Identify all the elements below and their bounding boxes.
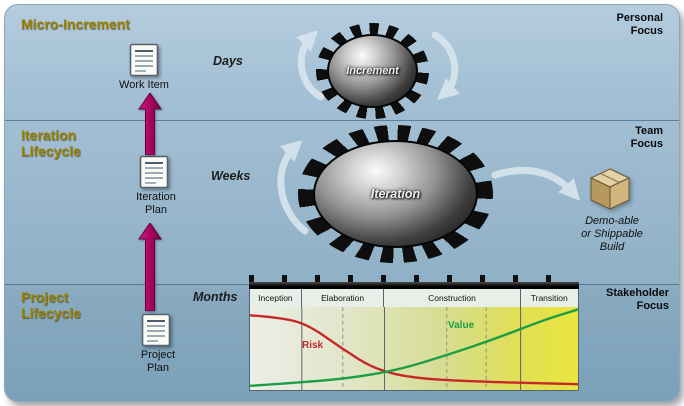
work-item-document-icon: [129, 43, 159, 77]
increment-gear-label: Increment: [346, 65, 399, 77]
chart-body: Risk Value: [249, 307, 579, 391]
risk-curve-label: Risk: [302, 340, 324, 351]
value-curve-label: Value: [448, 320, 475, 331]
increment-gear-body: Increment: [327, 34, 418, 108]
chart-curves: [250, 307, 578, 390]
project-lifecycle-label: Project Lifecycle: [21, 289, 81, 322]
iteration-plan-label: Iteration Plan: [136, 191, 176, 217]
team-focus-label: Team Focus: [630, 125, 663, 151]
days-label: Days: [213, 54, 243, 68]
months-label: Months: [193, 290, 238, 304]
weeks-label: Weeks: [211, 169, 251, 183]
chart-ruler-bar: [249, 282, 579, 289]
phase-cell-construction: Construction: [384, 289, 521, 307]
chart-ruler-ticks: [249, 275, 579, 282]
iteration-lifecycle-label: Iteration Lifecycle: [21, 127, 81, 160]
rotation-arrow-large-left-icon: [277, 141, 309, 235]
phase-cell-inception: Inception: [250, 289, 302, 307]
increment-gear: Increment: [316, 23, 429, 119]
build-label: Demo-able or Shippable Build: [581, 215, 643, 254]
iteration-gear: Iteration: [298, 125, 493, 263]
project-plan-document-icon: [141, 313, 171, 347]
build-cube-icon: [589, 168, 631, 210]
project-plan-label: Project Plan: [140, 349, 176, 375]
rotation-arrow-small-right-icon: [431, 31, 460, 100]
chart-phase-header: Inception Elaboration Construction Trans…: [249, 289, 579, 307]
iteration-plan-document-icon: [139, 155, 169, 189]
diagram-frame: Micro-Increment Iteration Lifecycle Proj…: [4, 4, 680, 402]
rotation-arrow-small-left-icon: [296, 31, 325, 101]
work-item-label: Work Item: [119, 79, 169, 91]
phase-cell-elaboration: Elaboration: [302, 289, 385, 307]
flow-arrow-iteration-to-workitem-icon: [138, 93, 162, 155]
stakeholder-focus-label: Stakeholder Focus: [606, 287, 669, 313]
lifecycle-chart: Inception Elaboration Construction Trans…: [249, 275, 579, 391]
iteration-gear-body: Iteration: [313, 140, 478, 248]
iteration-gear-label: Iteration: [370, 187, 421, 201]
phase-cell-transition: Transition: [530, 293, 568, 303]
flow-arrow-project-to-iteration-icon: [138, 223, 162, 311]
personal-focus-label: Personal Focus: [616, 12, 663, 38]
arrow-to-build-icon: [491, 166, 581, 201]
micro-increment-label: Micro-Increment: [21, 16, 130, 32]
